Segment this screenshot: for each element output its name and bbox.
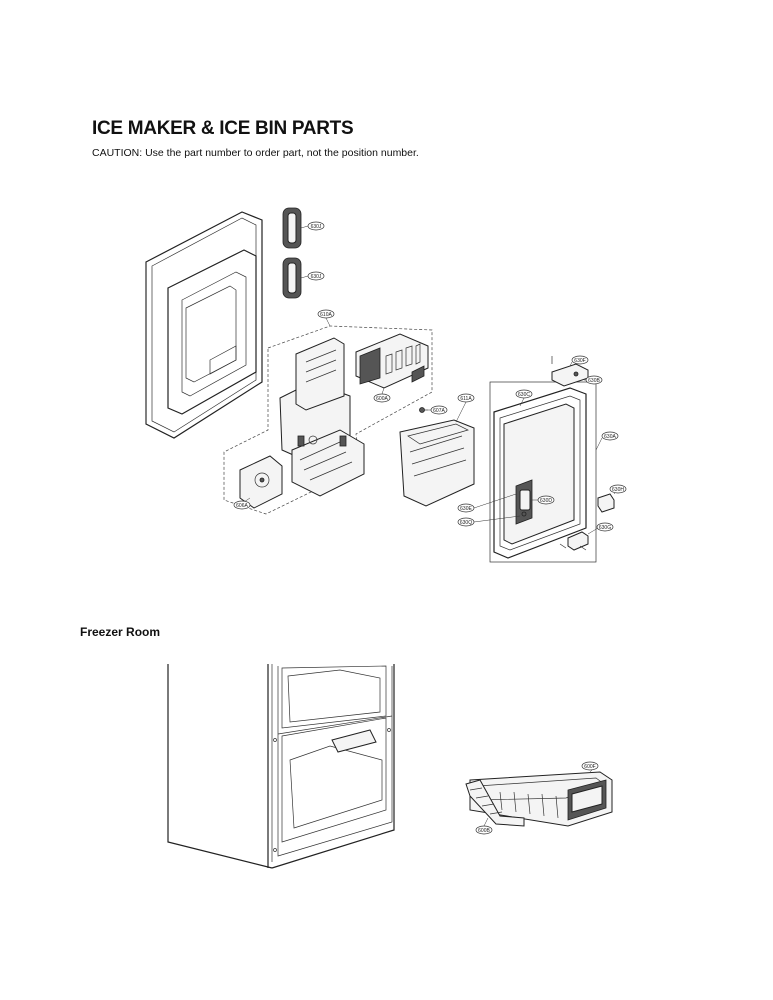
callout-600F: 600F bbox=[581, 761, 599, 773]
svg-text:600A: 600A bbox=[376, 396, 388, 402]
callout-606A: 606A bbox=[233, 497, 251, 510]
svg-text:630J: 630J bbox=[311, 274, 322, 280]
ice-maker-assembly-600F-drawing bbox=[469, 771, 613, 827]
freezer-room-cabinet-drawing bbox=[167, 664, 395, 869]
svg-text:600B: 600B bbox=[478, 828, 490, 834]
svg-text:630E: 630E bbox=[460, 506, 472, 512]
screw-607A-drawing bbox=[419, 407, 428, 413]
callout-630E: 630E bbox=[457, 493, 517, 513]
callout-611A: 611A bbox=[455, 393, 475, 423]
page-title: ICE MAKER & ICE BIN PARTS bbox=[92, 118, 354, 139]
callout-630C: 630C bbox=[515, 389, 533, 407]
callout-630J-top: 630J bbox=[300, 221, 325, 231]
hinge-bottom-630G-drawing bbox=[559, 531, 589, 551]
callout-630B: 630B bbox=[584, 375, 603, 385]
svg-text:606A: 606A bbox=[236, 503, 248, 509]
svg-text:630J: 630J bbox=[311, 224, 322, 230]
ice-bin-door-frame bbox=[489, 381, 597, 563]
ice-bin-door-630A-drawing bbox=[493, 387, 587, 559]
callout-600B: 600B bbox=[475, 817, 493, 835]
svg-text:600F: 600F bbox=[584, 764, 595, 770]
svg-text:610A: 610A bbox=[320, 312, 332, 318]
fan-bracket-606A-drawing bbox=[239, 455, 283, 509]
ice-maker-unit-600A-drawing bbox=[355, 333, 429, 389]
ice-bin-cover-611A-drawing bbox=[399, 419, 475, 507]
door-clip-630J-bottom-drawing bbox=[282, 257, 302, 299]
ice-maker-housing-drawing bbox=[279, 337, 365, 497]
door-panel-drawing bbox=[145, 211, 263, 439]
ice-ejector-600B-drawing bbox=[465, 779, 525, 827]
svg-text:630B: 630B bbox=[588, 378, 600, 384]
svg-text:630A: 630A bbox=[604, 434, 616, 440]
callout-610A: 610A bbox=[317, 309, 335, 327]
svg-text:607A: 607A bbox=[433, 408, 445, 414]
callout-630G: 630G bbox=[587, 522, 614, 535]
callout-600A: 600A bbox=[373, 387, 391, 403]
svg-text:630C: 630C bbox=[518, 392, 530, 398]
caution-note: CAUTION: Use the part number to order pa… bbox=[92, 147, 419, 159]
svg-text:630F: 630F bbox=[574, 358, 585, 364]
callout-607A: 607A bbox=[428, 405, 448, 415]
callout-630H: 630H bbox=[609, 484, 627, 495]
callout-630Q: 630Q bbox=[457, 515, 521, 527]
svg-text:611A: 611A bbox=[460, 396, 472, 402]
callout-630D: 630D bbox=[532, 495, 555, 505]
callout-630F: 630F bbox=[569, 355, 589, 367]
svg-text:630H: 630H bbox=[612, 487, 624, 493]
callout-630J-bottom: 630J bbox=[300, 271, 325, 281]
door-clip-630J-top-drawing bbox=[282, 207, 302, 249]
svg-text:630G: 630G bbox=[599, 525, 611, 531]
section-title-freezer-room: Freezer Room bbox=[80, 625, 161, 639]
stopper-630H-drawing bbox=[597, 493, 615, 513]
svg-text:630Q: 630Q bbox=[460, 520, 472, 526]
svg-text:630D: 630D bbox=[540, 498, 552, 504]
callout-630A: 630A bbox=[595, 431, 619, 451]
